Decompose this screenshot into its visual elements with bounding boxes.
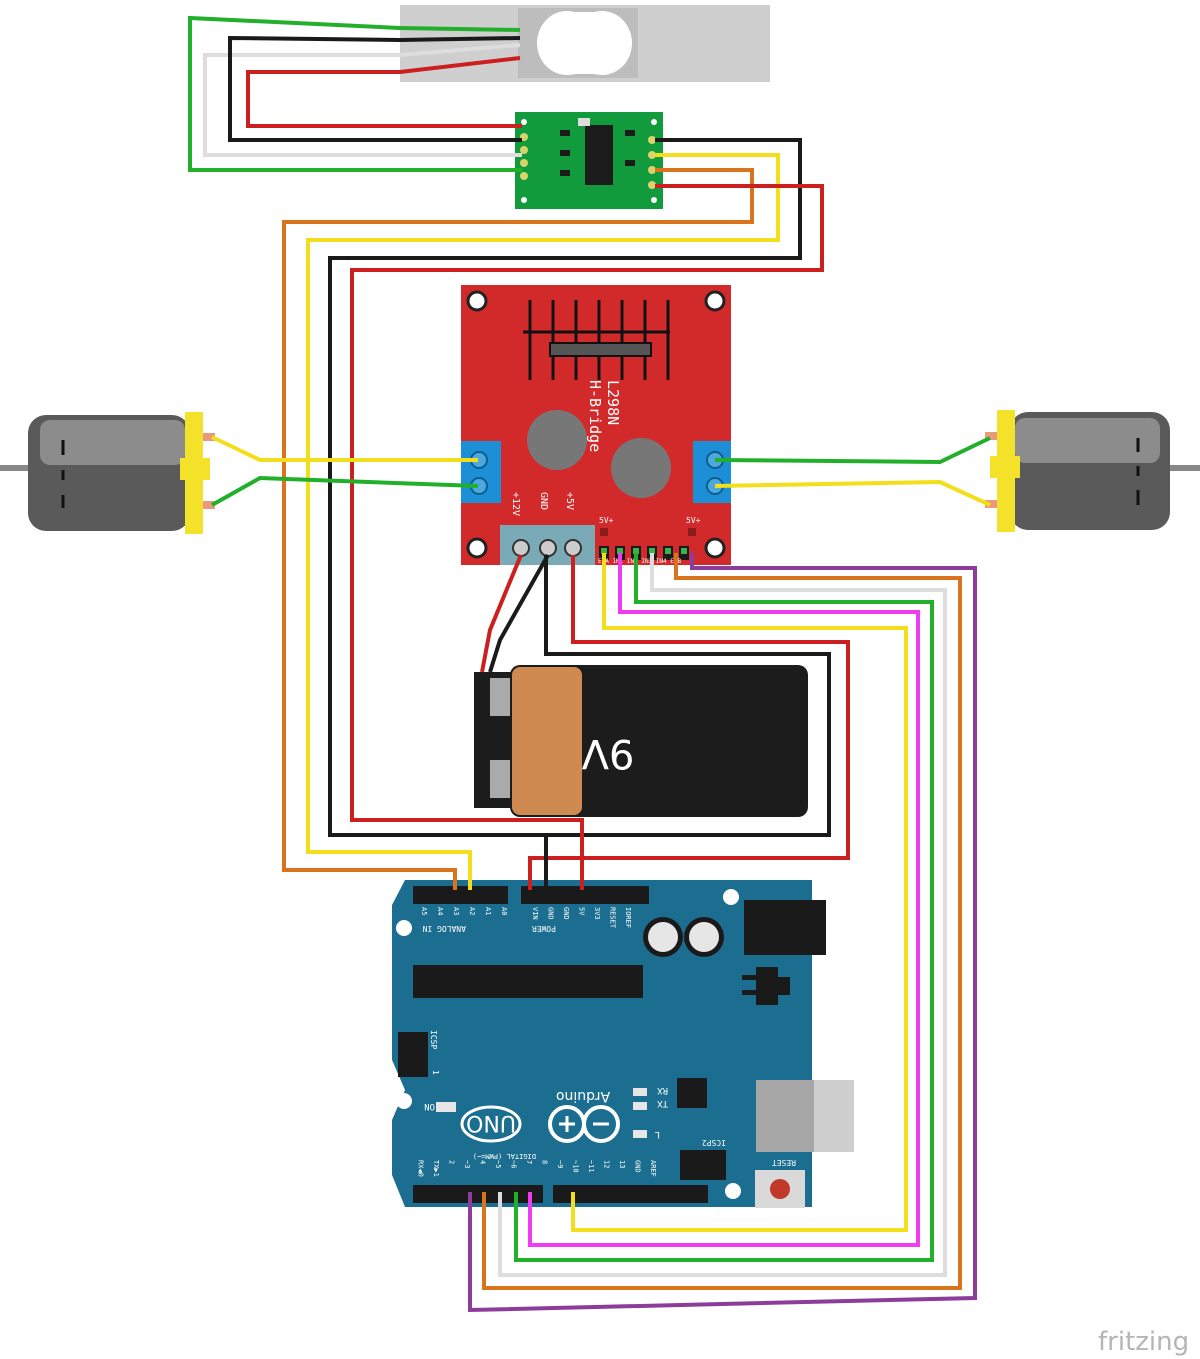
wire-enb-purple: [468, 553, 977, 1313]
header-pin-label: ~3: [463, 1160, 471, 1168]
jumper-left-label: 5V+: [599, 516, 614, 525]
header-pin-label: 7: [525, 1160, 533, 1164]
header-pin-label: 4: [479, 1160, 487, 1164]
power-label: POWER: [532, 924, 556, 933]
wire-left-motor-yellow: [211, 435, 478, 462]
header-pin-label: A2: [468, 907, 476, 915]
chip-label: L298N: [604, 380, 622, 425]
wire-hx-gnd: [328, 138, 831, 837]
header-pin-label: ~9: [556, 1160, 564, 1168]
tx-label: TX: [657, 1098, 668, 1108]
board-label: H-Bridge: [586, 380, 604, 452]
power-header-labels: IOREF RESET 3V3 5V GND GND VIN: [531, 907, 632, 929]
pin-gnd-label: GND: [538, 492, 549, 510]
wire-loadcell-black: [228, 35, 522, 142]
wire-in1-magenta: [528, 553, 920, 1247]
header-pin-label: IOREF: [624, 907, 632, 928]
header-pin-label: 3V3: [593, 907, 601, 920]
header-pin-label: GND: [562, 907, 570, 920]
arduino-board: [392, 880, 854, 1208]
header-pin-label: A4: [436, 907, 444, 915]
header-pin-label: 2: [448, 1160, 456, 1164]
icsp2-label: ICSP2: [702, 1138, 726, 1147]
battery: [474, 665, 808, 817]
wire-ena-yellow: [571, 553, 908, 1232]
left-motor: [0, 412, 215, 534]
wire-in4-orange: [482, 553, 962, 1290]
icsp-pin1-label: 1: [431, 1070, 440, 1075]
logic-pins-label: ENA IN1 IN2 IN3 IN4 ENB: [598, 558, 681, 565]
reset-label: RESET: [772, 1158, 796, 1167]
header-pin-label: A0: [500, 907, 508, 915]
led-l-label: L: [655, 1129, 660, 1139]
wire-left-motor-green: [211, 475, 479, 507]
pin-5v-label: +5V: [564, 492, 575, 510]
hx711-module: [515, 112, 663, 209]
arduino-model: UNO: [466, 1110, 516, 1135]
fritzing-watermark: fritzing: [1098, 1327, 1189, 1357]
header-pin-label: ~6: [510, 1160, 518, 1168]
wire-hx-vcc: [350, 184, 824, 890]
wire-loadcell-green: [188, 15, 522, 172]
header-pin-label: A1: [484, 907, 492, 915]
header-pin-label: RX◀0: [417, 1160, 425, 1177]
analog-label: ANALOG IN: [422, 924, 466, 933]
header-pin-label: 5V: [578, 907, 586, 916]
header-pin-label: 13: [618, 1160, 626, 1168]
battery-label: 9V: [581, 730, 634, 776]
header-pin-label: A3: [452, 907, 460, 915]
digital-label: DIGITAL (PWM=~): [473, 1152, 536, 1160]
wire-battery-black: [488, 554, 550, 673]
header-pin-label: ~11: [587, 1160, 595, 1173]
jumper-right-label: 5V+: [686, 516, 701, 525]
analog-header-labels: A0 A1 A2 A3 A4 A5: [420, 907, 508, 915]
header-pin-label: 8: [541, 1160, 549, 1164]
header-pin-label: A5: [420, 907, 428, 915]
header-pin-label: TX▶1: [432, 1160, 440, 1177]
on-label: ON: [424, 1101, 435, 1111]
wire-hx-sck: [282, 168, 754, 890]
digital-header-labels: AREF GND 13 12 ~11 ~10 ~9 8 7 ~6 ~5 4 ~3 2 TX▶1 RX◀0: [417, 1160, 658, 1177]
header-pin-label: GND: [634, 1160, 642, 1173]
arduino-brand: Arduino: [556, 1088, 610, 1104]
wire-right-motor-yellow: [714, 479, 991, 507]
header-pin-label: ~10: [572, 1160, 580, 1173]
header-pin-label: ~5: [494, 1160, 502, 1168]
header-pin-label: 12: [603, 1160, 611, 1168]
wire-in2-green: [514, 553, 934, 1262]
wire-loadcell-red: [246, 56, 522, 128]
wire-l298n-5v: [528, 555, 850, 890]
l298n-board: [461, 285, 731, 565]
wire-right-motor-green: [714, 436, 991, 465]
load-cell: [400, 5, 770, 82]
header-pin-label: GND: [547, 907, 555, 920]
header-pin-label: AREF: [649, 1160, 657, 1177]
right-motor: [985, 410, 1200, 532]
wire-hx-dt: [306, 153, 780, 890]
wire-in3-white: [498, 553, 947, 1277]
header-pin-label: VIN: [531, 907, 539, 920]
wire-loadcell-white: [203, 43, 522, 157]
header-pin-label: RESET: [609, 907, 617, 929]
icsp-label: ICSP: [429, 1030, 438, 1049]
rx-label: RX: [657, 1085, 668, 1095]
wire-battery-red: [480, 554, 523, 673]
pin-12v-label: +12V: [510, 492, 521, 516]
wires: [188, 15, 991, 1313]
